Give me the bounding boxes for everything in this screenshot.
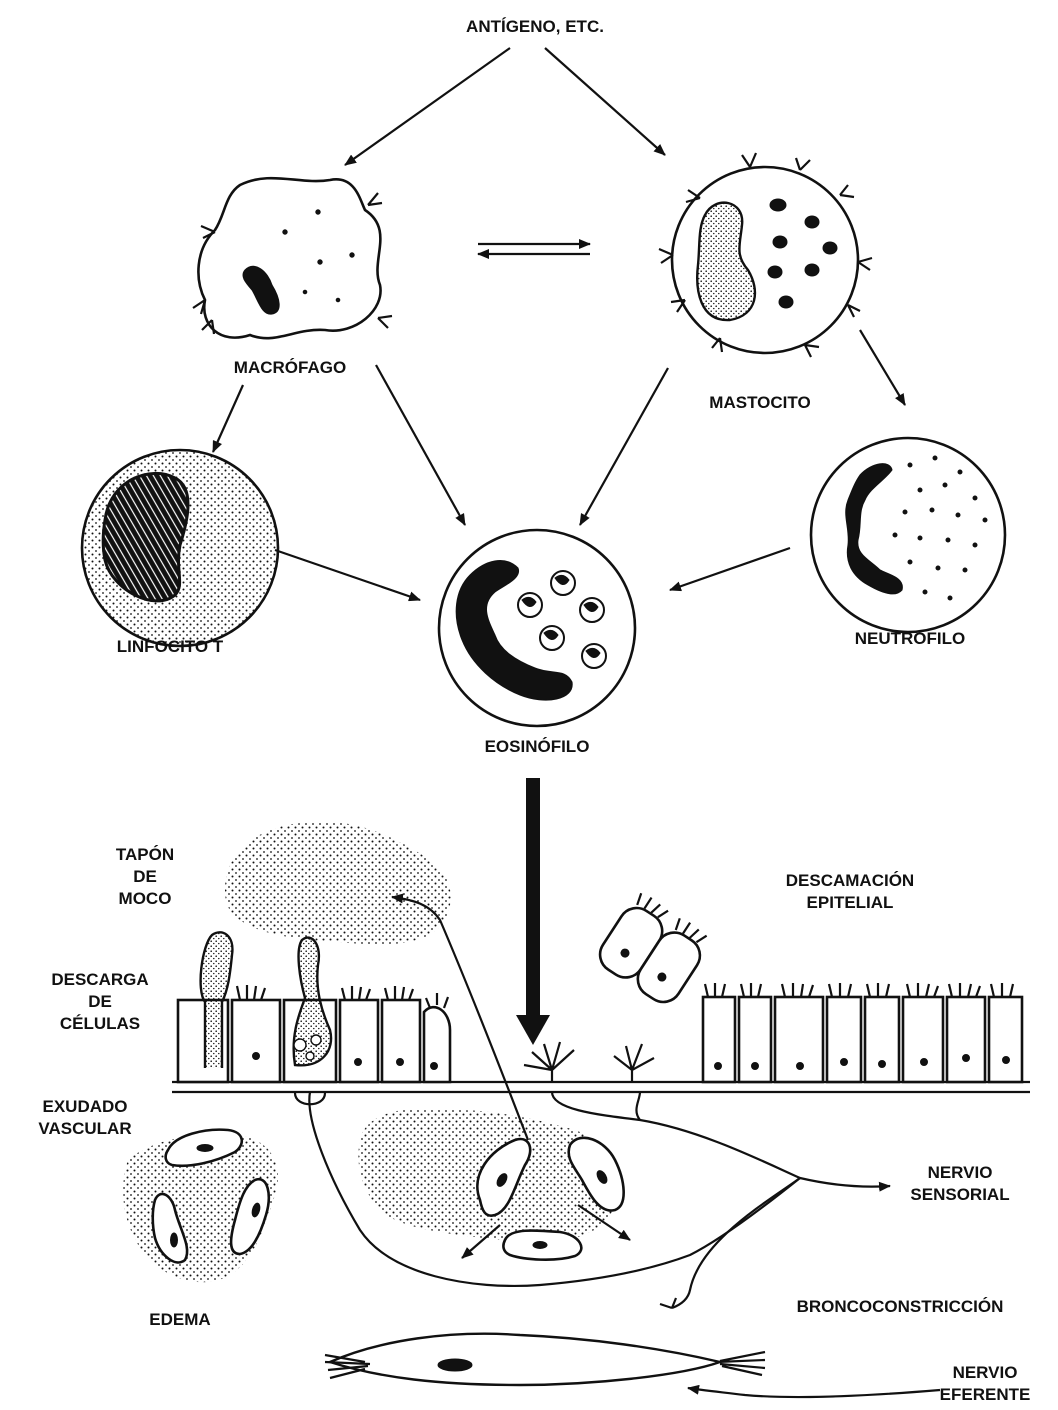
cell-discharge-label: DESCARGA DE CÉLULAS — [51, 970, 148, 1033]
eosinophil-label: EOSINÓFILO — [485, 737, 590, 756]
bronchoconstriction-label: BRONCOCONSTRICCIÓN — [797, 1297, 1004, 1316]
mucus-plug — [225, 822, 451, 945]
inflammatory-infiltrate — [358, 1109, 630, 1260]
epithelial-shedding-label: DESCAMACIÓN EPITELIAL — [786, 871, 914, 912]
antigen-label: ANTÍGENO, ETC. — [466, 17, 604, 36]
svg-text:EXUDADO: EXUDADO — [42, 1097, 127, 1116]
equilibrium-arrows — [478, 244, 590, 254]
efferent-nerve-label: NERVIO EFERENTE — [940, 1363, 1031, 1404]
svg-text:EFERENTE: EFERENTE — [940, 1385, 1031, 1404]
svg-text:DESCAMACIÓN: DESCAMACIÓN — [786, 871, 914, 890]
svg-text:NERVIO: NERVIO — [928, 1163, 993, 1182]
main-effect-arrow — [516, 778, 550, 1045]
sensory-nerve-endings — [524, 1042, 654, 1082]
svg-text:DESCARGA: DESCARGA — [51, 970, 148, 989]
eosinophil-cell — [439, 530, 635, 726]
efferent-nerve-input — [688, 1388, 940, 1397]
arrow-mast-cell-to-neutrophil — [860, 330, 905, 405]
vascular-exudate-label: EXUDADO VASCULAR — [38, 1097, 131, 1138]
svg-text:EPITELIAL: EPITELIAL — [807, 893, 894, 912]
mast-cell — [659, 153, 872, 357]
arrow-macrophage-to-eosinophil — [376, 365, 465, 525]
svg-text:TAPÓN: TAPÓN — [116, 845, 174, 864]
epithelial-cells-right — [703, 997, 1022, 1082]
mast-cell-label: MASTOCITO — [709, 393, 810, 412]
mucus-plug-label: TAPÓN DE MOCO — [116, 845, 174, 908]
t-lymphocyte-cell — [82, 450, 278, 646]
svg-text:NERVIO: NERVIO — [953, 1363, 1018, 1382]
smooth-muscle-cell — [325, 1334, 765, 1385]
svg-text:VASCULAR: VASCULAR — [38, 1119, 131, 1138]
edema-label: EDEMA — [149, 1310, 210, 1329]
sensory-nerve-label: NERVIO SENSORIAL — [910, 1163, 1009, 1204]
efferent-nerve-fiber — [672, 1178, 800, 1308]
svg-text:DE: DE — [88, 992, 112, 1011]
svg-text:MOCO: MOCO — [119, 889, 172, 908]
neutrophil-cell — [811, 438, 1005, 632]
edema-cluster — [123, 1130, 278, 1283]
cilia-right — [705, 983, 1013, 997]
arrow-t-lymphocyte-to-eosinophil — [275, 550, 420, 600]
shed-epithelial-cells — [593, 889, 714, 1008]
arrow-neutrophil-to-eosinophil — [670, 548, 790, 590]
svg-text:SENSORIAL: SENSORIAL — [910, 1185, 1009, 1204]
macrophage-cell — [193, 178, 392, 338]
macrophage-label: MACRÓFAGO — [234, 358, 346, 377]
svg-text:CÉLULAS: CÉLULAS — [60, 1014, 140, 1033]
arrow-mast-cell-to-eosinophil — [580, 368, 668, 525]
arrow-antigen-to-macrophage — [345, 48, 510, 165]
svg-text:DE: DE — [133, 867, 157, 886]
arrow-macrophage-to-t-lymphocyte — [213, 385, 243, 452]
arrow-antigen-to-mast-cell — [545, 48, 665, 155]
